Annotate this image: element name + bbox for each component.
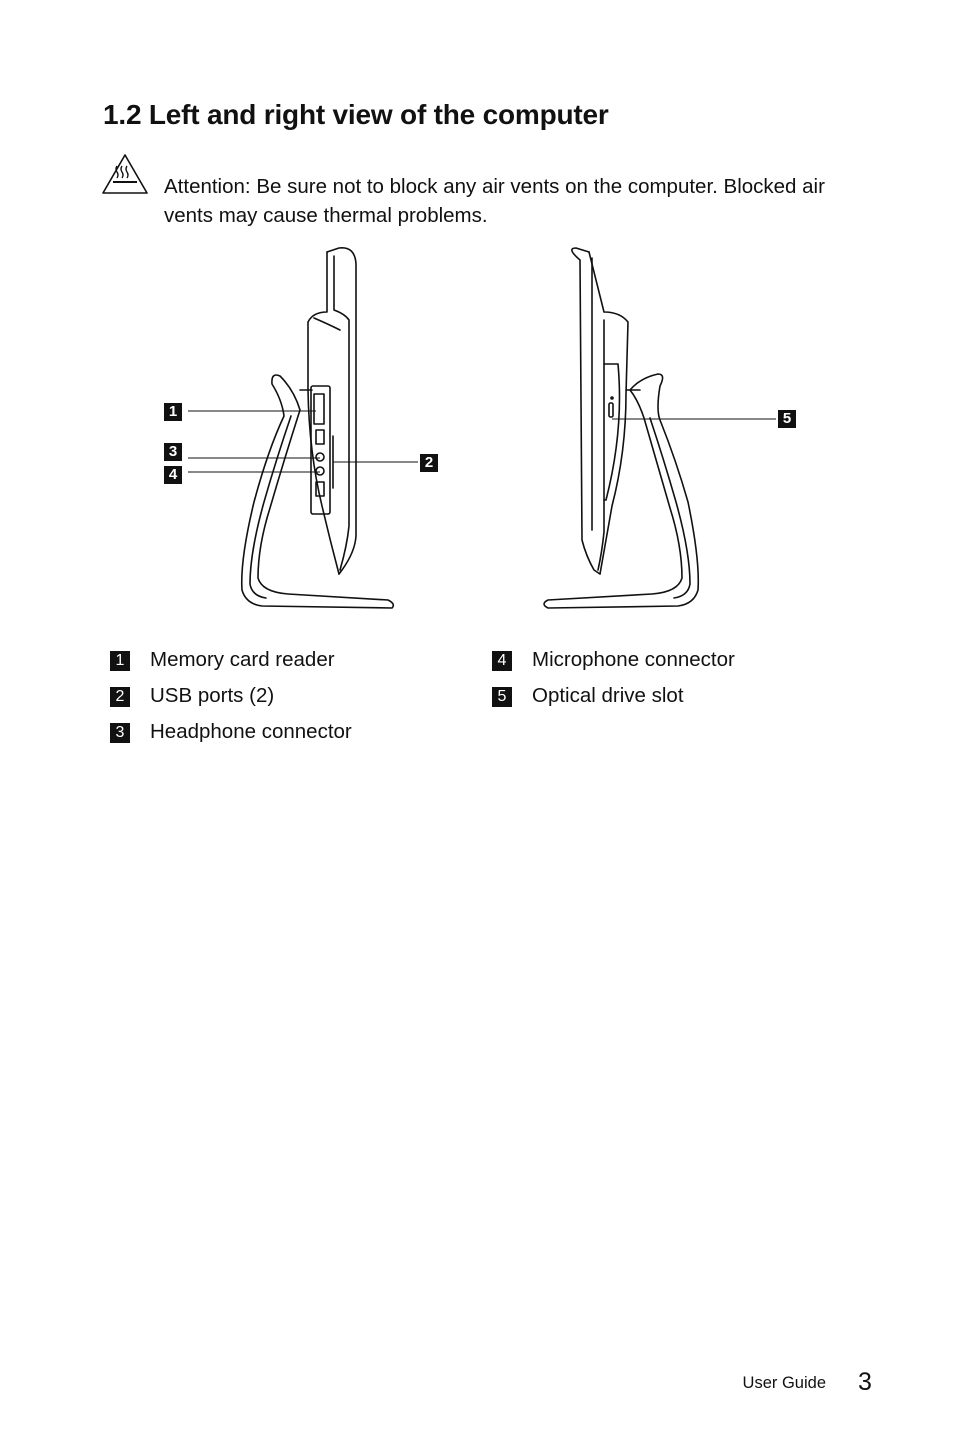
- legend-number: 5: [492, 687, 512, 707]
- callout-4: 4: [164, 466, 182, 484]
- callout-1: 1: [164, 403, 182, 421]
- right-view-stand: [543, 373, 700, 609]
- legend-number: 4: [492, 651, 512, 671]
- section-heading: 1.2 Left and right view of the computer: [103, 99, 609, 130]
- legend-number: 3: [110, 723, 130, 743]
- legend-number: 1: [110, 651, 130, 671]
- callout-3: 3: [164, 443, 182, 461]
- legend-label: Memory card reader: [150, 648, 335, 671]
- legend-label: Optical drive slot: [532, 684, 684, 707]
- page-number: 3: [858, 1368, 872, 1396]
- left-view-stand: [240, 374, 395, 609]
- legend-number: 2: [110, 687, 130, 707]
- side-views-drawing: [188, 247, 776, 609]
- attention-notice: Attention: Be sure not to block any air …: [164, 172, 864, 230]
- computer-side-views-figure: 1 2 3 4 5: [0, 240, 954, 630]
- right-view-optical-drive: [603, 363, 621, 501]
- footer-label: User Guide: [742, 1374, 826, 1392]
- callout-5: 5: [778, 410, 796, 428]
- callout-2: 2: [420, 454, 438, 472]
- attention-text: Be sure not to block any air vents on th…: [164, 175, 825, 227]
- attention-lead: Attention:: [164, 175, 251, 198]
- left-view-display: [326, 247, 357, 575]
- legend-label: Microphone connector: [532, 648, 735, 671]
- hot-surface-warning-icon: [102, 154, 148, 194]
- right-view-display: [571, 247, 601, 575]
- left-view-port-panel: [310, 385, 331, 515]
- legend-label: USB ports (2): [150, 684, 275, 707]
- legend-label: Headphone connector: [150, 720, 352, 743]
